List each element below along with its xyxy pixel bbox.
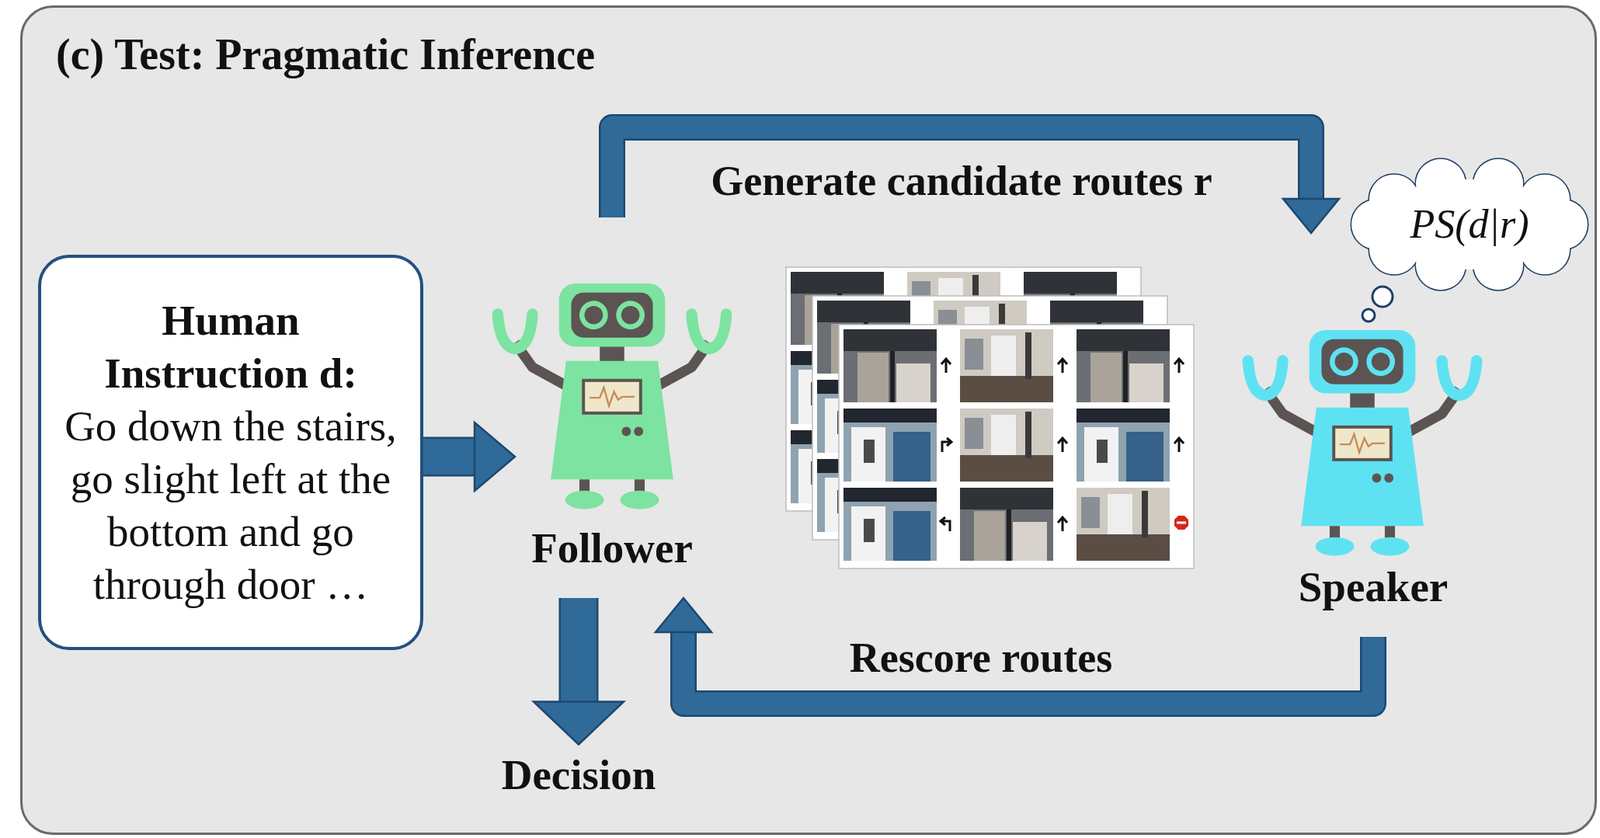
route-card: [812, 295, 1168, 540]
edge-label: Rescore routes: [849, 633, 1113, 682]
route-card: [838, 324, 1194, 569]
node-label: Follower: [531, 521, 693, 575]
block-arrow: [655, 598, 1374, 704]
arrow-outline: [559, 598, 599, 704]
node-label: Speaker: [1298, 560, 1449, 614]
cloud-fill: [1374, 179, 1565, 270]
follower-robot-figure: [497, 283, 727, 509]
block-arrow: [423, 422, 515, 491]
box-heading: Human Instruction d:: [56, 294, 405, 400]
speaker-robot-figure: [1248, 330, 1477, 556]
block-arrow: [533, 598, 624, 745]
arrow-head: [655, 598, 712, 633]
arrow-outline: [423, 437, 477, 477]
decision-node: Decision: [485, 744, 672, 806]
arrow-head: [533, 702, 624, 745]
thought-bubble: PS(d|r): [1346, 158, 1593, 291]
arrow-head: [474, 422, 515, 491]
arrow-outline: [612, 127, 1312, 218]
arrow-shaft: [560, 598, 597, 704]
instruction-box: Human Instruction d:Go down the stairs, …: [38, 254, 424, 651]
block-arrow: [612, 127, 1340, 234]
follower-node: Follower: [514, 217, 710, 599]
arrow-head: [1283, 198, 1340, 234]
arrow-shaft: [423, 438, 477, 475]
arrow-shaft: [683, 630, 1374, 704]
outer-panel: (c) Test: Pragmatic InferenceHuman Instr…: [20, 5, 1597, 835]
thought-dot: [1362, 309, 1375, 322]
node-label: PS(d|r): [1410, 201, 1530, 248]
arrow-shaft: [612, 127, 1312, 218]
speaker-node: Speaker: [1256, 233, 1490, 637]
route-card: [786, 267, 1141, 512]
panel-title: (c) Test: Pragmatic Inference: [55, 29, 595, 80]
arrow-outline: [683, 630, 1374, 704]
thought-dot: [1372, 286, 1393, 307]
node-label: Decision: [501, 748, 657, 802]
node-label: Go down the stairs, go slight left at th…: [56, 400, 405, 612]
edge-label: Generate candidate routes r: [710, 156, 1212, 206]
